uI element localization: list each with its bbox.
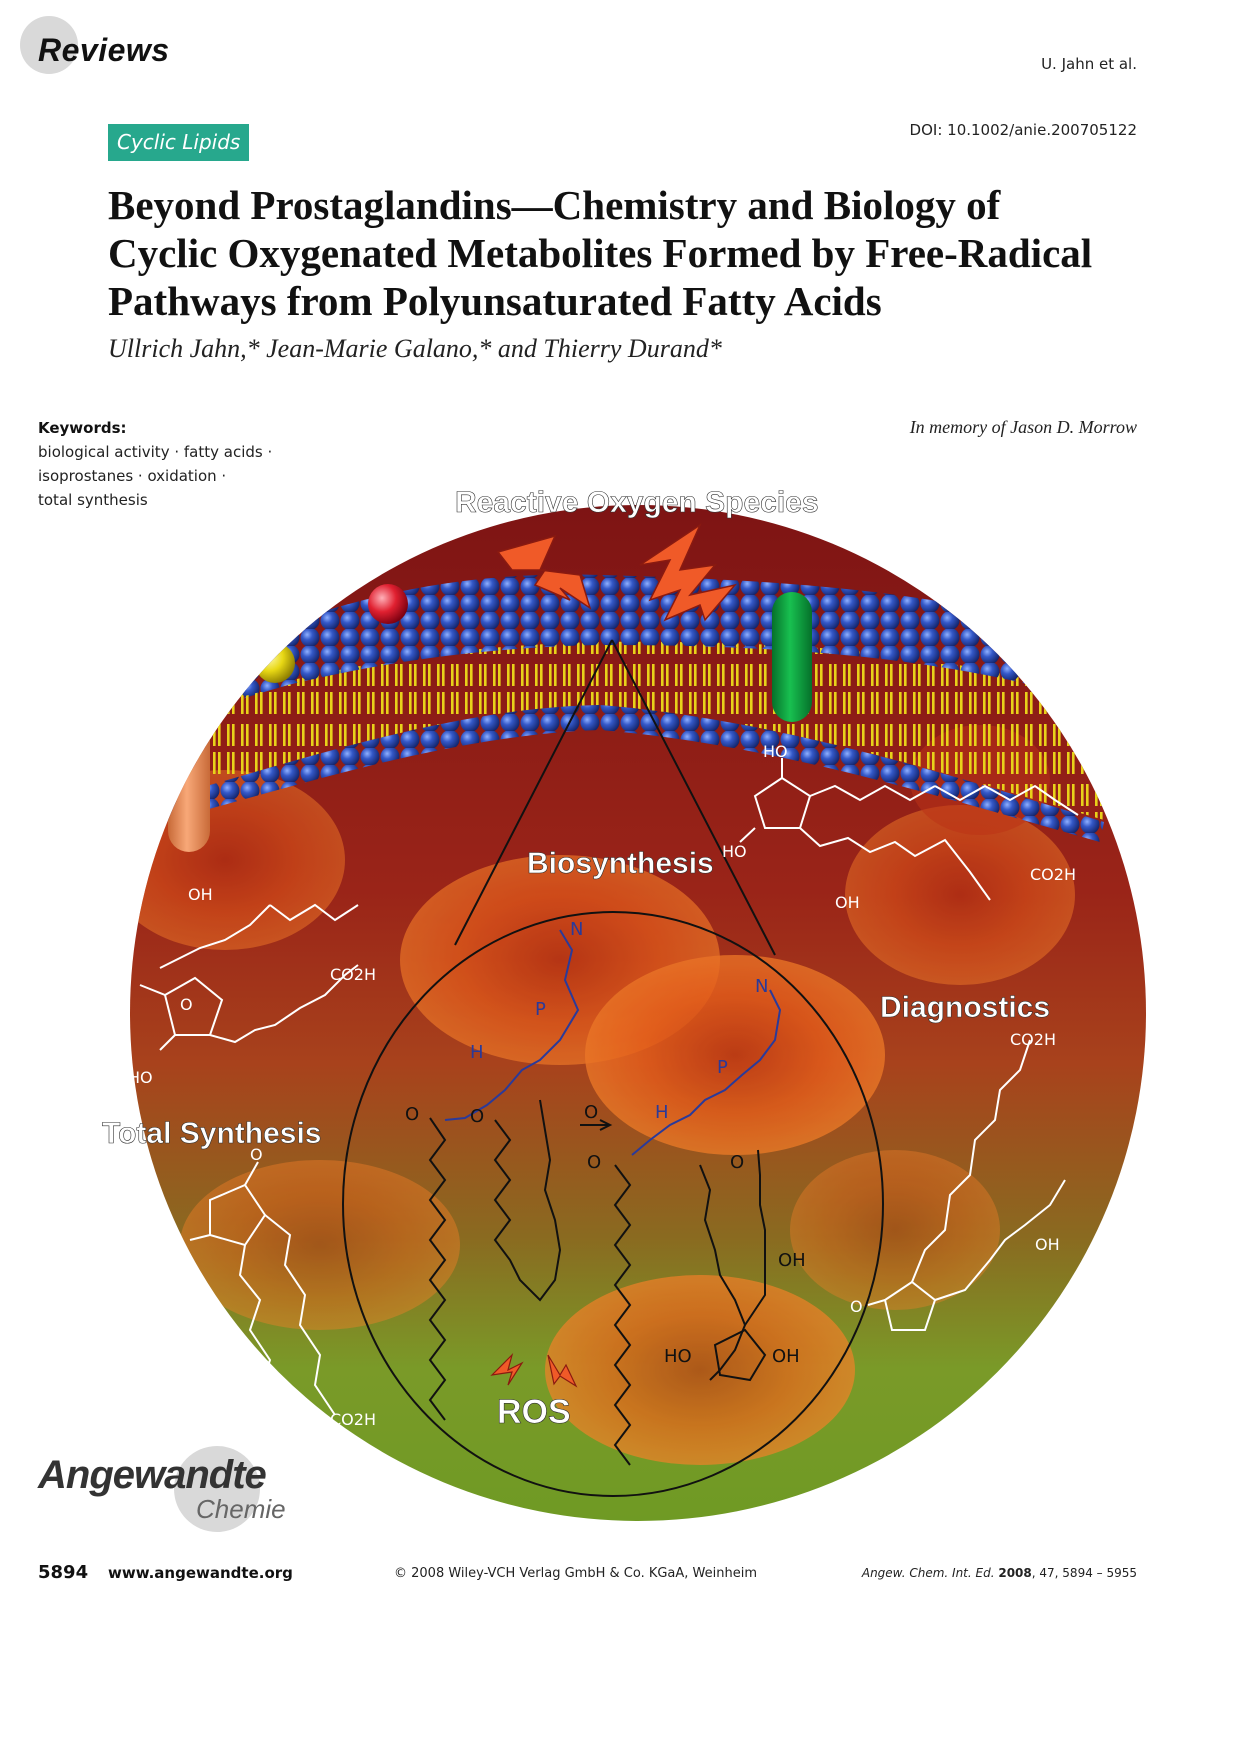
- svg-text:H: H: [655, 1102, 669, 1123]
- ros-bolts: [496, 522, 738, 622]
- svg-text:O: O: [470, 1106, 484, 1127]
- structure-top-right-labels: HO HO OH CO2H: [722, 742, 1076, 912]
- ros-small-bolts: [490, 1352, 578, 1388]
- running-authors: U. Jahn et al.: [1041, 55, 1137, 73]
- title-line: Beyond Prostaglandins—Chemistry and Biol…: [108, 182, 1001, 228]
- svg-text:CO2H: CO2H: [330, 1410, 376, 1429]
- phospholipid-labels: N P H N P H O O O O O OH HO OH: [405, 919, 806, 1367]
- svg-text:OH: OH: [188, 885, 213, 904]
- category-tag: Cyclic Lipids: [108, 124, 250, 161]
- zoom-lens: [342, 911, 884, 1497]
- page-number: 5894: [38, 1562, 89, 1583]
- svg-text:OH: OH: [778, 1250, 806, 1271]
- svg-text:O: O: [850, 1297, 863, 1316]
- citation-journal: Angew. Chem. Int. Ed.: [861, 1566, 995, 1580]
- structure-left-labels: OH HO HO CO2H O: [94, 885, 376, 1087]
- svg-text:HO: HO: [210, 1325, 235, 1344]
- ros-top-label: Reactive Oxygen Species: [455, 486, 819, 519]
- section-label: Reviews: [38, 32, 170, 68]
- orange-membrane-protein: [168, 712, 210, 852]
- svg-text:O: O: [584, 1102, 598, 1123]
- keywords-heading: Keywords:: [38, 419, 127, 437]
- svg-text:O: O: [730, 1152, 744, 1173]
- citation: Angew. Chem. Int. Ed. 2008, 47, 5894 – 5…: [862, 1566, 1137, 1580]
- figure-labels: Reactive Oxygen Species Biosynthesis Dia…: [102, 486, 1051, 1432]
- article-title: Beyond Prostaglandins—Chemistry and Biol…: [108, 181, 1138, 325]
- svg-text:O: O: [405, 1104, 419, 1125]
- svg-text:P: P: [717, 1057, 728, 1078]
- doi[interactable]: DOI: 10.1002/anie.200705122: [909, 121, 1137, 139]
- phospholipid-structure: [428, 929, 782, 1466]
- svg-text:N: N: [755, 976, 768, 997]
- cell-membrane: [130, 574, 1110, 852]
- total-synthesis-label: Total Synthesis: [102, 1117, 322, 1150]
- citation-volume-pages: , 47, 5894 – 5955: [1031, 1566, 1137, 1580]
- svg-text:CO2H: CO2H: [330, 965, 376, 984]
- diagnostics-label: Diagnostics: [880, 991, 1050, 1024]
- svg-text:HO: HO: [664, 1346, 692, 1367]
- ros-label: ROS: [497, 1393, 571, 1431]
- keyword-line: isoprostanes · oxidation ·: [38, 467, 227, 485]
- red-lipid-ball: [368, 584, 408, 624]
- zoom-lines: [454, 639, 776, 956]
- svg-text:P: P: [535, 999, 546, 1020]
- svg-text:O: O: [587, 1152, 601, 1173]
- svg-text:HO: HO: [763, 742, 788, 761]
- svg-text:OH: OH: [772, 1346, 800, 1367]
- structure-bottom-left-labels: O HO HO CO2H: [148, 1145, 376, 1429]
- svg-text:N: N: [570, 919, 583, 940]
- article-authors: Ullrich Jahn,* Jean-Marie Galano,* and T…: [108, 334, 722, 363]
- svg-text:HO: HO: [94, 962, 119, 981]
- svg-text:OH: OH: [1035, 1235, 1060, 1254]
- keyword-line: biological activity · fatty acids ·: [38, 443, 273, 461]
- svg-text:O: O: [180, 995, 193, 1014]
- citation-year: 2008: [998, 1566, 1032, 1580]
- journal-logo-circle: [174, 1446, 260, 1532]
- svg-text:CO2H: CO2H: [1030, 865, 1076, 884]
- structure-bottom-left: [189, 1161, 336, 1421]
- structure-right-labels: O CO2H OH: [850, 1030, 1060, 1316]
- structure-top-right: [739, 758, 1079, 901]
- svg-text:HO: HO: [722, 842, 747, 861]
- blood-cells: [130, 725, 1075, 1465]
- journal-website-link[interactable]: www.angewandte.org: [108, 1564, 293, 1582]
- dedication: In memory of Jason D. Morrow: [909, 417, 1137, 437]
- journal-logo-name: Angewandte: [38, 1453, 267, 1497]
- structure-left: [139, 903, 359, 1051]
- figure-background: [130, 505, 1146, 1521]
- biosynthesis-label: Biosynthesis: [527, 847, 714, 880]
- title-line: Pathways from Polyunsaturated Fatty Acid…: [108, 278, 882, 324]
- reviews-logo-circle: [20, 16, 78, 74]
- yellow-lipid-ball: [255, 643, 295, 683]
- svg-text:H: H: [470, 1042, 484, 1063]
- green-membrane-protein: [772, 592, 812, 722]
- svg-text:OH: OH: [835, 893, 860, 912]
- journal-logo-subname: Chemie: [196, 1494, 286, 1524]
- svg-text:CO2H: CO2H: [1010, 1030, 1056, 1049]
- structure-right: [867, 1039, 1066, 1331]
- svg-text:HO: HO: [128, 1068, 153, 1087]
- svg-text:O: O: [250, 1145, 263, 1164]
- title-line: Cyclic Oxygenated Metabolites Formed by …: [108, 230, 1093, 276]
- keyword-line: total synthesis: [38, 491, 148, 509]
- copyright: © 2008 Wiley-VCH Verlag GmbH & Co. KGaA,…: [394, 1566, 758, 1581]
- svg-text:HO: HO: [148, 1231, 173, 1250]
